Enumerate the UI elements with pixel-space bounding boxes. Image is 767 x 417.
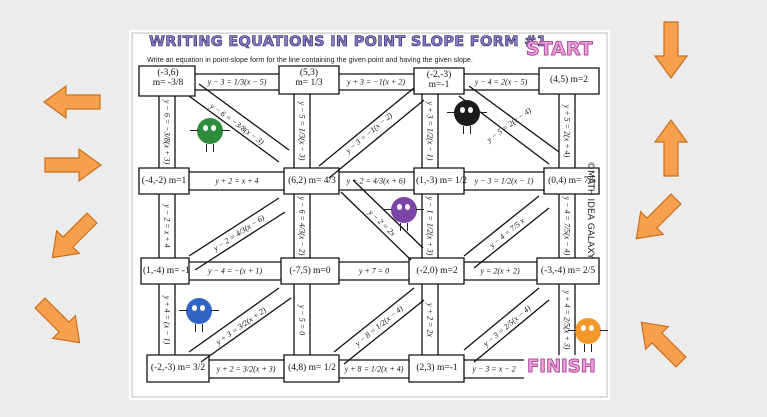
equation-label: y + 4 = (x − 1) <box>162 295 172 345</box>
instructions: Write an equation in point-slope form fo… <box>147 55 473 64</box>
maze-node: (4,8) m= 1/2 <box>288 363 336 373</box>
blue-ball-character <box>179 298 219 332</box>
start-label: START <box>526 38 594 61</box>
orange-ball-character <box>568 318 608 352</box>
maze-node: (-2,0) m=2 <box>416 266 458 276</box>
maze-node: (-4,-2) m=1 <box>141 176 187 186</box>
equation-label: y − 3 = x − 2 <box>472 364 516 374</box>
equation-label: y − 2 = x + 4 <box>162 204 172 248</box>
equation-label: y − 1 = 1/2(x + 3) <box>425 196 435 256</box>
maze-node: (-3,6)m= -3/8 <box>152 68 184 88</box>
equation-label: y − 6 = −3/8(x + 3) <box>162 99 172 165</box>
maze-node: (-2,-3) m= 3/2 <box>150 363 206 373</box>
worksheet: WRITING EQUATIONS IN POINT SLOPE FORM #1… <box>129 30 610 400</box>
arrow-up-right-icon <box>624 187 688 251</box>
equation-label: y + 7 = 0 <box>358 266 390 276</box>
equation-label: y − 5 = 0 <box>297 304 307 336</box>
equation-label: y + 2 = 2x <box>425 303 435 337</box>
black-ball-character <box>447 100 487 134</box>
equation-label: y + 5 = 2(x + 4) <box>562 104 572 158</box>
arrow-down-right-icon <box>28 291 92 355</box>
equation-label: y + 2 = x + 4 <box>215 176 259 186</box>
equation-label: y + 3 = 1/2(x − 1) <box>425 101 435 161</box>
maze-node: (5,3)m= 1/3 <box>295 68 323 88</box>
equation-label: y − 3 = 1/3(x − 5) <box>207 77 267 87</box>
equation-label: y − 4 = 7/5(x − 4) <box>562 196 572 256</box>
equation-label: y − 3 = 1/2(x − 1) <box>474 176 534 186</box>
arrow-down-left-icon <box>40 206 104 270</box>
maze-node: (-2,-3)m=-1 <box>426 70 452 90</box>
maze-node: (2,3) m=-1 <box>416 363 458 373</box>
arrow-down-icon <box>654 21 688 79</box>
arrow-up-icon <box>654 119 688 177</box>
equation-label: y − 5 = 1/3(x − 3) <box>297 101 307 161</box>
equation-label: y − 4 = −(x + 1) <box>207 266 263 276</box>
page-title: WRITING EQUATIONS IN POINT SLOPE FORM #1 <box>149 34 548 51</box>
green-ball-character <box>190 118 230 152</box>
finish-label: FINISH <box>527 356 597 378</box>
maze-lines <box>131 32 608 398</box>
arrow-right-icon <box>44 148 102 182</box>
equation-label: y + 2 = 4/3(x + 6) <box>346 176 406 186</box>
equation-label: y + 3 = −1(x + 2) <box>346 77 406 87</box>
equation-label: y + 4 = 2/5(x + 3) <box>562 290 572 350</box>
arrow-left-icon <box>43 85 101 119</box>
maze-node: (1,-4) m= -1 <box>143 266 190 276</box>
equation-label: y − 4 = 2(x − 5) <box>474 77 528 87</box>
equation-label: y + 8 = 1/2(x + 4) <box>344 364 404 374</box>
maze-node: (6,2) m= 4/3 <box>288 176 336 186</box>
maze-node: (0,4) m= 7/5 <box>548 176 596 186</box>
maze-node: (-3,-4) m= 2/5 <box>540 266 596 276</box>
equation-label: y + 2 = 3/2(x + 3) <box>216 364 276 374</box>
maze-node: (1,-3) m= 1/2 <box>416 176 468 186</box>
equation-label: y = 2(x + 2) <box>480 266 520 276</box>
maze-node: (4,5) m=2 <box>549 75 589 85</box>
equation-label: y − 6 = 4/3(x − 2) <box>297 196 307 256</box>
purple-ball-character <box>384 197 424 231</box>
maze-node: (-7,5) m=0 <box>289 266 331 276</box>
arrow-up-left-icon <box>629 310 693 374</box>
